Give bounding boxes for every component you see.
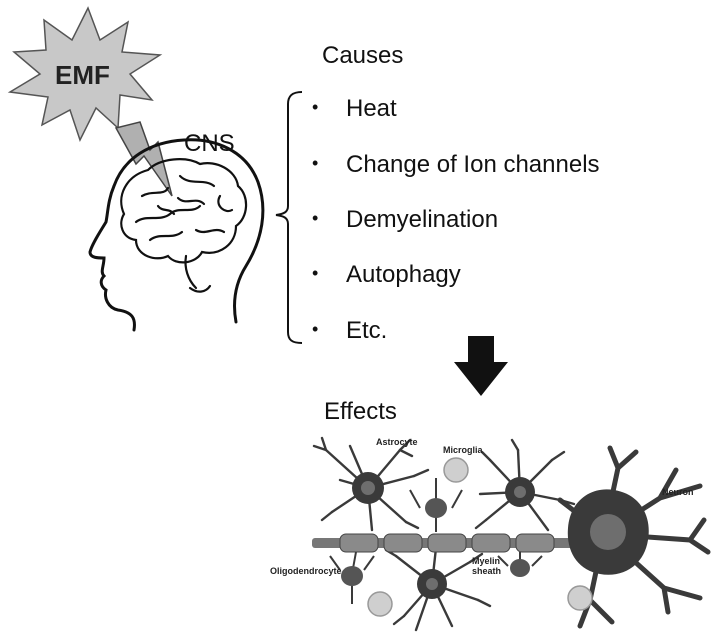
- emf-label: EMF: [55, 60, 110, 90]
- cause-item-demyelination: •Demyelination: [312, 206, 499, 233]
- down-arrow-icon: [454, 336, 508, 396]
- neural-cells-illustration: [312, 436, 711, 632]
- myelin-label-line1: Myelin: [472, 556, 501, 566]
- cause-item-label: Demyelination: [346, 206, 499, 233]
- cns-label: CNS: [184, 130, 235, 157]
- astrocyte-cell-2: [474, 438, 576, 532]
- lightning-bolt-icon: [114, 121, 173, 197]
- cause-item-heat: •Heat: [312, 95, 397, 122]
- causes-title: Causes: [322, 42, 404, 69]
- effects-title: Effects: [324, 398, 397, 425]
- brain-icon: [120, 158, 248, 293]
- microglia-label: Microglia: [443, 445, 483, 455]
- cause-item-label: Change of Ion channels: [346, 151, 600, 178]
- emf-starburst: [7, 6, 163, 142]
- cause-item-autophagy: •Autophagy: [312, 261, 461, 288]
- myelin-sheath-label: Myelin sheath: [472, 556, 501, 576]
- cause-item-etc: •Etc.: [312, 317, 388, 344]
- cause-item-label: Heat: [346, 95, 397, 122]
- astrocyte-cell-3: [384, 546, 492, 632]
- head-silhouette: [88, 138, 265, 332]
- myelin-label-line2: sheath: [472, 566, 502, 576]
- cause-item-ion-channels: •Change of Ion channels: [312, 151, 600, 178]
- myelin-sheath-segments: [339, 533, 555, 553]
- oligodendrocyte-label: Oligodendrocyte: [270, 566, 342, 576]
- astrocyte-label: Astrocyte: [376, 437, 418, 447]
- cause-item-label: Autophagy: [346, 261, 461, 288]
- neuron-label: Neuron: [662, 487, 694, 497]
- astrocyte-cell: [312, 436, 430, 532]
- cause-item-label: Etc.: [346, 317, 388, 344]
- microglia-cell: [367, 457, 593, 617]
- causes-bracket: [275, 91, 303, 344]
